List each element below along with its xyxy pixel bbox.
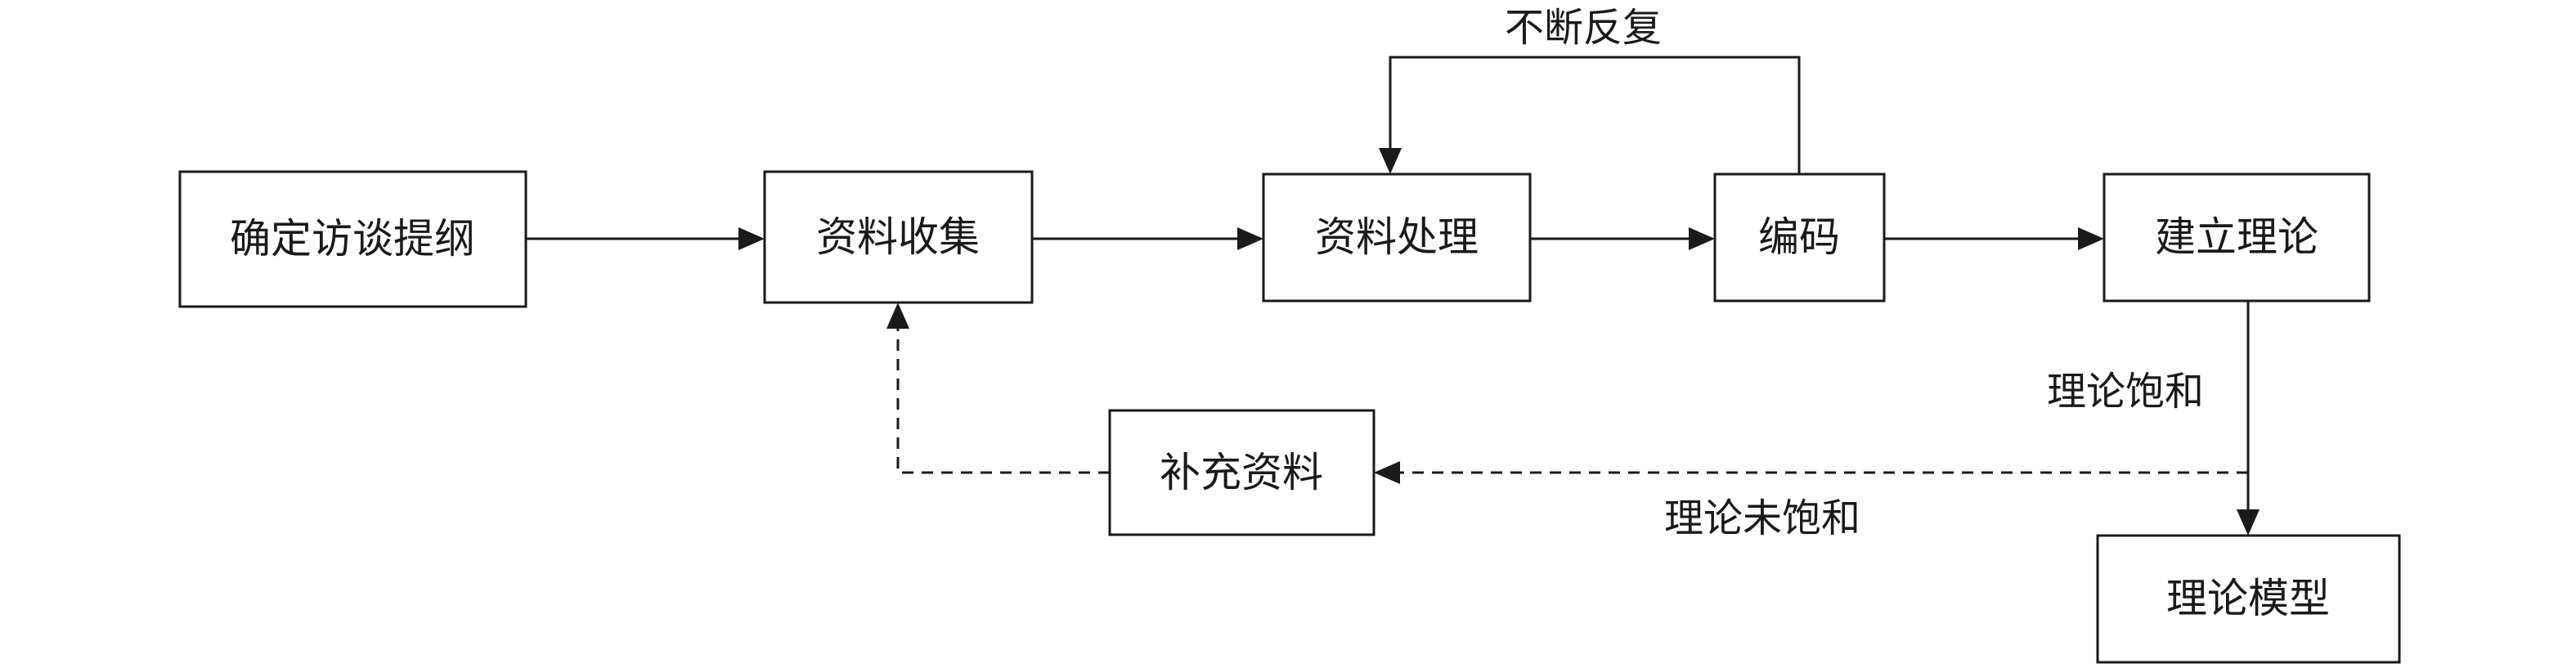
node-supplement: 补充资料 xyxy=(1108,409,1376,536)
node-outline-label: 确定访谈提纲 xyxy=(230,215,475,262)
node-encode: 编码 xyxy=(1713,173,1886,303)
node-process-label: 资料处理 xyxy=(1315,213,1479,261)
node-collect-box xyxy=(763,170,1034,304)
label-unsaturated: 理论未饱和 xyxy=(1664,495,1860,541)
arrow-outline-to-collect xyxy=(526,227,765,250)
arrow-theory-to-model xyxy=(2237,301,2260,536)
arrow-encode-to-process-loop xyxy=(1379,56,1801,174)
node-model-label: 理论模型 xyxy=(2166,575,2330,622)
node-process: 资料处理 xyxy=(1262,173,1532,303)
label-saturated: 理论饱和 xyxy=(2047,369,2204,415)
node-outline-box xyxy=(178,170,527,308)
node-supplement-box xyxy=(1108,409,1376,536)
node-theory-box xyxy=(2103,173,2371,303)
node-encode-label: 编码 xyxy=(1758,213,1840,261)
node-model-box xyxy=(2096,534,2401,664)
arrow-theory-to-supplement xyxy=(1374,461,2248,484)
node-collect-label: 资料收集 xyxy=(816,213,980,261)
node-outline: 确定访谈提纲 xyxy=(178,170,527,308)
arrow-process-to-encode xyxy=(1530,227,1715,250)
node-collect: 资料收集 xyxy=(763,170,1034,304)
arrow-supplement-to-collect xyxy=(886,303,1110,474)
node-supplement-label: 补充资料 xyxy=(1160,449,1323,496)
node-process-box xyxy=(1262,173,1532,303)
arrow-collect-to-process xyxy=(1032,227,1263,250)
label-repeat: 不断反复 xyxy=(1505,5,1662,51)
arrow-encode-to-theory xyxy=(1884,227,2104,250)
node-model: 理论模型 xyxy=(2096,534,2401,664)
node-theory-label: 建立理论 xyxy=(2155,213,2318,261)
node-theory: 建立理论 xyxy=(2103,173,2371,303)
